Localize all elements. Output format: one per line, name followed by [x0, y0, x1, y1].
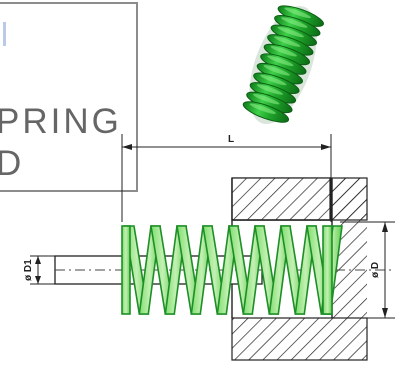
- housing-upper-fill: [231, 177, 367, 221]
- dimension-D: ø D: [340, 221, 395, 319]
- photo-coil-highlight: [274, 36, 301, 47]
- photo-coil-highlight: [256, 84, 283, 95]
- dimension-L: L: [121, 134, 332, 222]
- photo-coil-highlight: [270, 46, 297, 57]
- coil-end-right: [322, 225, 333, 315]
- length-label: L: [228, 134, 234, 145]
- housing-lower: [231, 317, 368, 361]
- title-box: PRING D: [0, 2, 138, 192]
- dimension-D1: ø D1: [23, 255, 55, 285]
- photo-coil-highlight: [277, 26, 304, 38]
- spring-coils: [121, 225, 343, 315]
- photo-coil-highlight: [260, 74, 287, 86]
- green-coil-spring-icon: [242, 5, 324, 125]
- outer-diameter-label: ø D: [370, 262, 381, 278]
- inner-diameter-label: ø D1: [23, 259, 34, 281]
- title-line-1: PRING: [0, 102, 122, 141]
- title-line-2: D: [0, 144, 25, 183]
- photo-coil-highlight: [253, 93, 280, 105]
- photo-coil-highlight: [281, 17, 308, 28]
- title-accent-mark: [0, 22, 6, 46]
- photo-coil-highlight: [284, 7, 311, 19]
- photo-coil-highlight: [267, 55, 294, 67]
- photo-coil-highlight: [249, 103, 277, 114]
- coil-end-left: [121, 225, 131, 315]
- photo-coil-highlight: [263, 65, 290, 76]
